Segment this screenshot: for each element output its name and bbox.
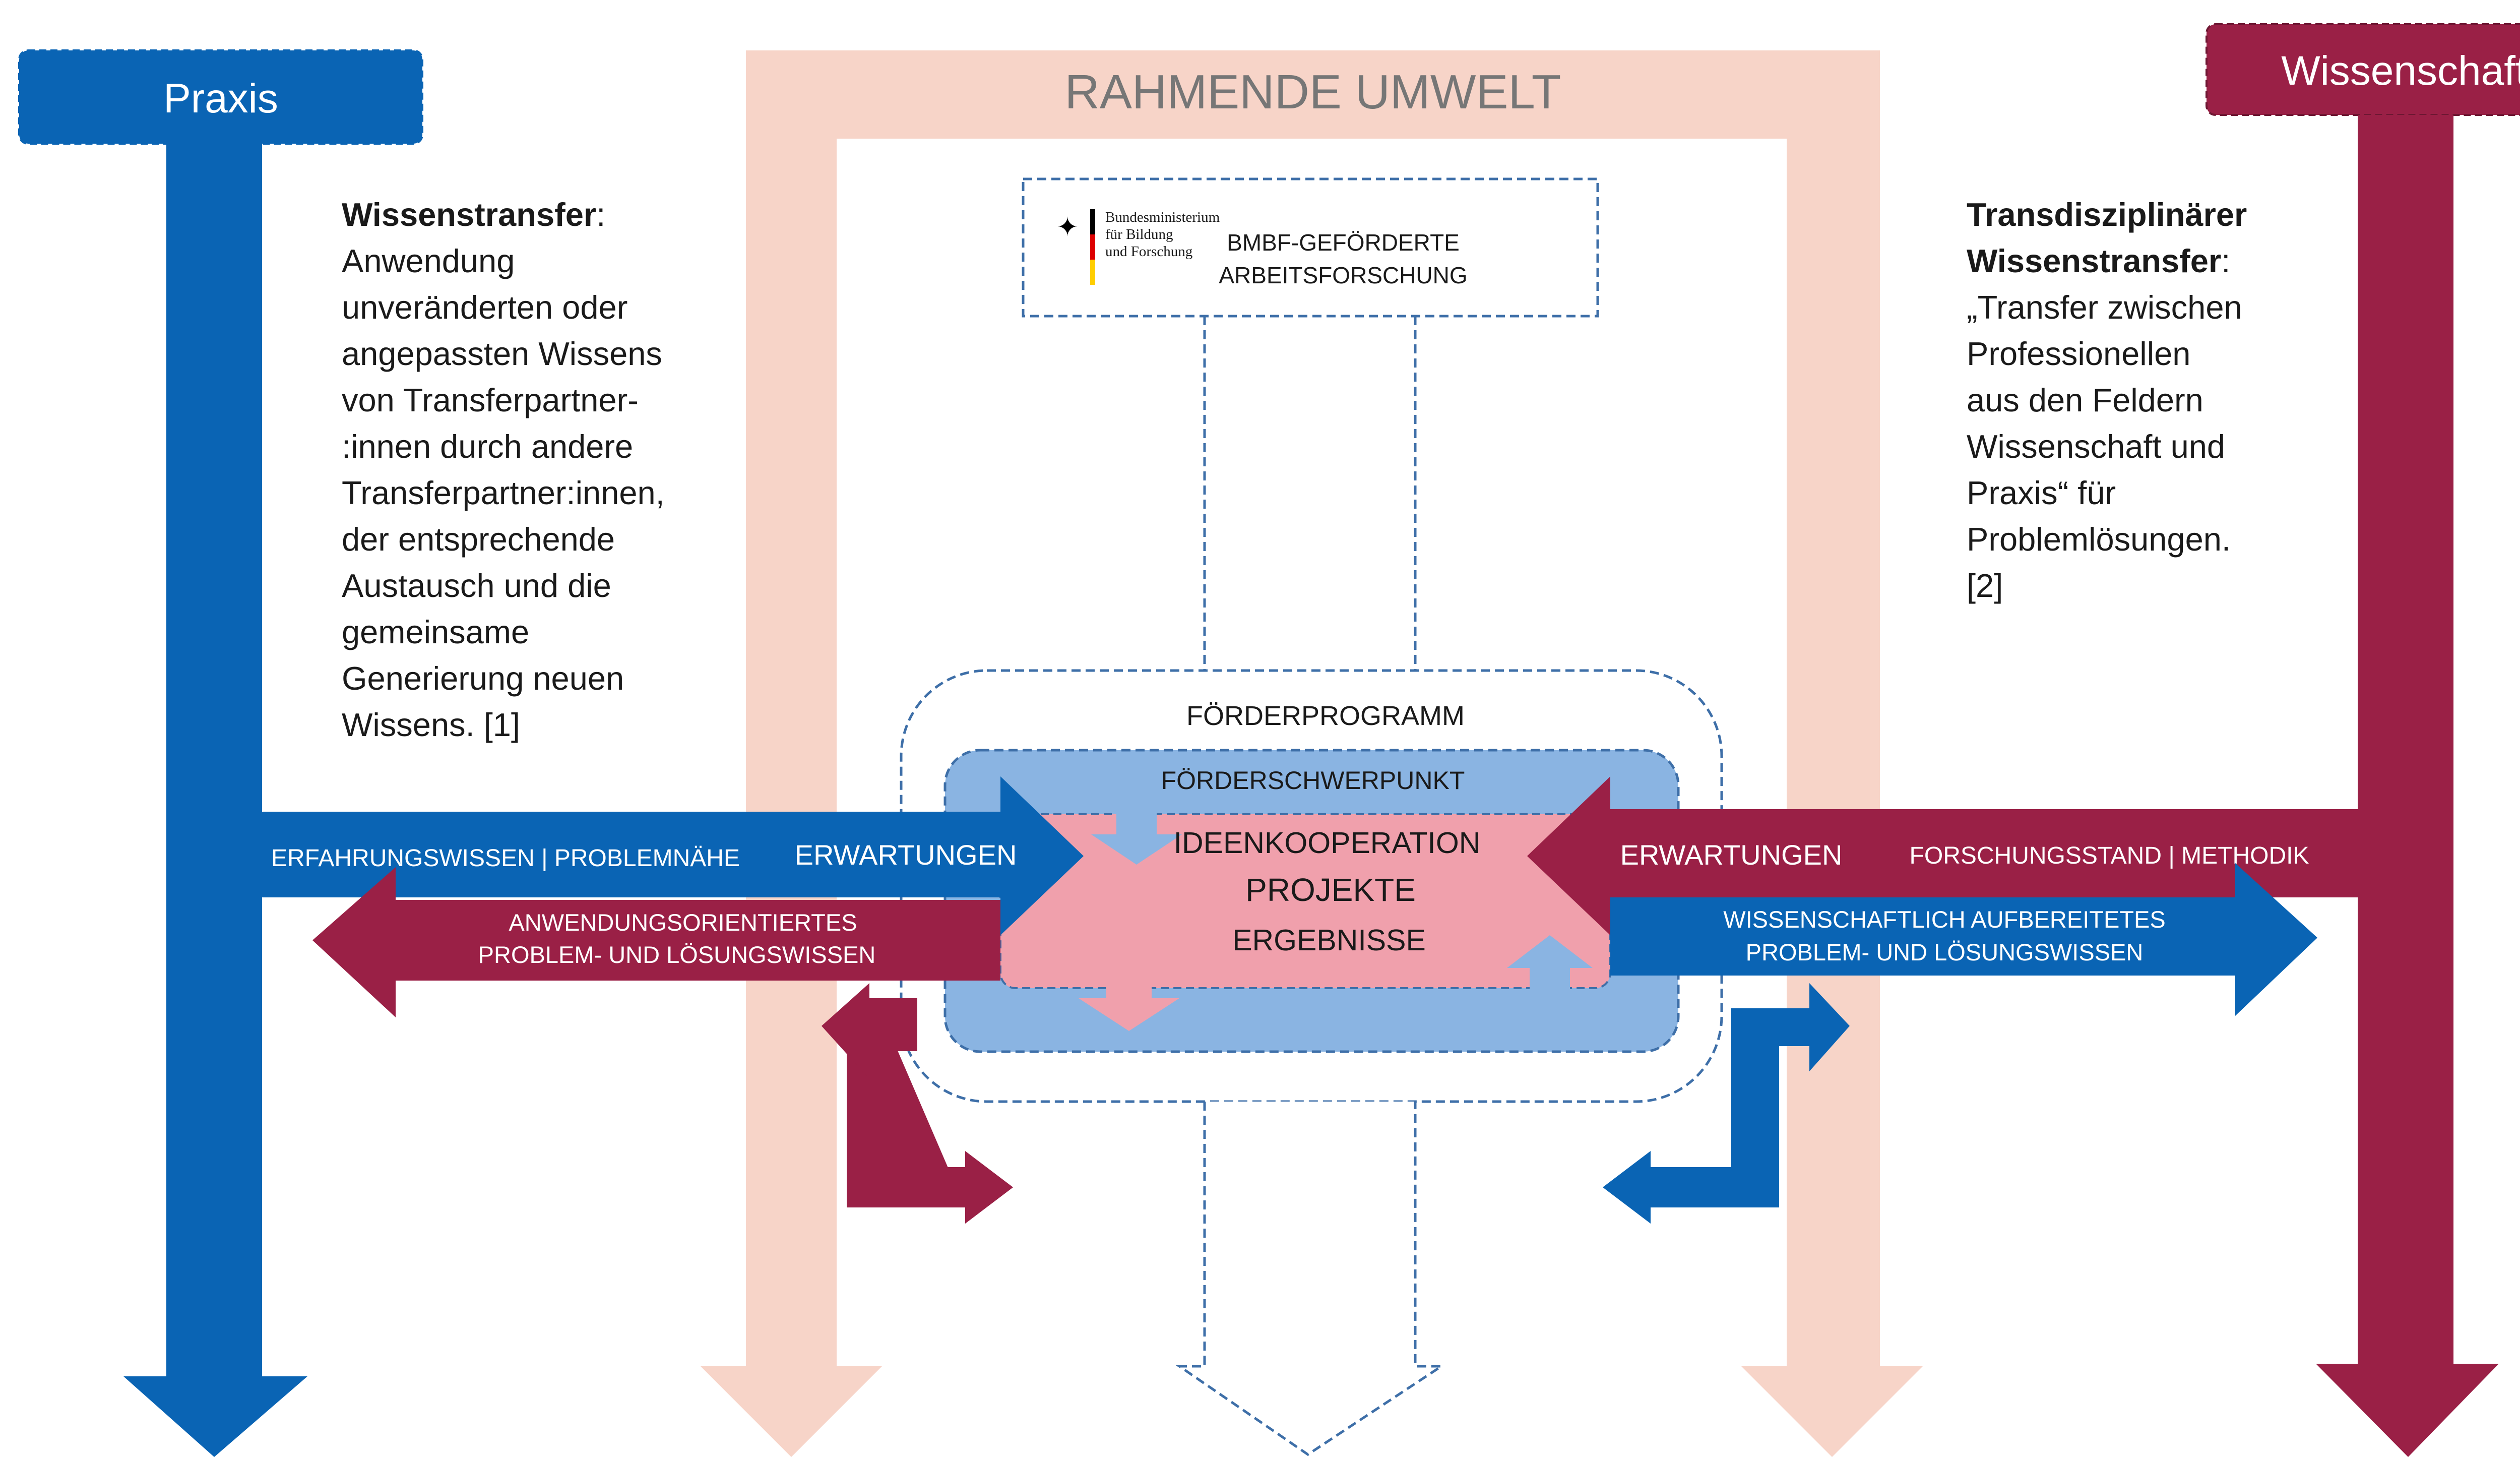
bmbf-box: [1022, 177, 1599, 318]
wissenstransfer-line-1: Anwendung: [342, 242, 515, 279]
wissenstransfer-line-2: unveränderten oder: [342, 289, 628, 326]
core-in-arrow-top: [1091, 807, 1182, 865]
praxis-down-arrow: [123, 144, 307, 1457]
praxis-inbound-expectations: ERWARTUNGEN: [795, 839, 1017, 871]
transdisziplinaer-line-5: Praxis“ für: [1967, 474, 2116, 511]
wissenstransfer-line-5: :innen durch andere: [342, 428, 634, 465]
bmbf-label-line-1: BMBF-GEFÖRDERTE: [1227, 229, 1460, 256]
transdisziplinaer-line-1: „Transfer zwischen: [1967, 289, 2242, 326]
wissenstransfer-line-6: Transferpartner:innen,: [342, 474, 665, 511]
wissenstransfer-line-11: Wissens. [1]: [342, 706, 520, 743]
wissenstransfer-text: Wissenstransfer: Anwendung unveränderten…: [342, 192, 665, 748]
flag-stripe-red: [1090, 234, 1095, 260]
wissenstransfer-line-3: angepassten Wissens: [342, 335, 662, 372]
bmbf-logo: ✦ Bundesministerium für Bildung und Fors…: [1056, 209, 1220, 285]
wissenschaft-inbound-label: FORSCHUNGSSTAND | METHODIK: [1910, 842, 2309, 869]
transdisziplinaer-line-3: aus den Feldern: [1967, 382, 2203, 418]
bmbf-logo-line-1: Bundesministerium: [1105, 209, 1220, 225]
transdisziplinaer-title-1: Transdisziplinärer: [1967, 196, 2247, 233]
rahmende-umwelt-title: RAHMENDE UMWELT: [1065, 65, 1561, 119]
wissenschaft-outbound-line-1: WISSENSCHAFTLICH AUFBEREITETES: [1723, 906, 2165, 933]
wissenstransfer-line-4: von Transferpartner-: [342, 382, 639, 418]
wissenschaft-column: Wissenschaft: [2206, 23, 2520, 1457]
wissenschaft-inbound-expectations: ERWARTUNGEN: [1620, 839, 1843, 871]
left-bent-arrow-head-left: [822, 983, 895, 1079]
core-out-arrow-left: [1079, 978, 1179, 1031]
output-down-arrow: [1175, 1102, 1446, 1456]
praxis-column: Praxis: [18, 49, 423, 1457]
flag-stripe-gold: [1090, 260, 1095, 285]
right-bent-arrow-head-right: [1731, 983, 1850, 1071]
wissenstransfer-title: Wissenstransfer: [342, 196, 597, 233]
praxis-inbound-arrow: [262, 776, 1084, 935]
wissenschaft-down-arrow: [2316, 115, 2499, 1457]
wissenstransfer-title-line: Wissenstransfer:: [342, 192, 665, 238]
wissenstransfer-line-10: Generierung neuen: [342, 660, 624, 697]
transdisziplinaer-text: Transdisziplinärer Wissenstransfer: „Tra…: [1967, 192, 2247, 609]
eagle-icon: ✦: [1056, 212, 1079, 242]
flag-stripe-black: [1090, 209, 1095, 234]
transdisziplinaer-line-7: [2]: [1967, 567, 2003, 604]
bmbf-label-line-2: ARBEITSFORSCHUNG: [1219, 262, 1467, 288]
core-line-3: ERGEBNISSE: [1232, 924, 1426, 957]
transdisziplinaer-colon: :: [2221, 242, 2231, 279]
wissenschaft-label: Wissenschaft: [2281, 48, 2520, 94]
wissenschaft-outbound-arrow: [1610, 863, 2317, 1016]
right-bent-arrow-body: [1603, 1026, 1779, 1224]
praxis-outbound-line-2: PROBLEM- UND LÖSUNGSWISSEN: [478, 941, 876, 968]
transdisziplinaer-line-4: Wissenschaft und: [1967, 428, 2226, 465]
foerderschwerpunkt-label: FÖRDERSCHWERPUNKT: [1161, 766, 1465, 795]
transdisziplinaer-title-line-2: Wissenstransfer:: [1967, 238, 2247, 284]
rahmende-umwelt-frame: RAHMENDE UMWELT: [701, 50, 1923, 1457]
wissenstransfer-line-9: gemeinsame: [342, 614, 530, 650]
core-up-arrow-right: [1507, 935, 1593, 1003]
wissenschaft-inbound-arrow: [1527, 776, 2358, 935]
core-line-1: IDEENKOOPERATION: [1174, 826, 1481, 860]
transdisziplinaer-line-2: Professionellen: [1967, 335, 2191, 372]
left-bent-arrow-body: [847, 1026, 1013, 1224]
left-bent-arrow-stem: [869, 998, 917, 1051]
praxis-outbound-line-1: ANWENDUNGSORIENTIERTES: [509, 909, 857, 936]
wissenschaft-outbound-line-2: PROBLEM- UND LÖSUNGSWISSEN: [1746, 939, 2144, 965]
umwelt-frame-body: [701, 50, 1923, 1457]
praxis-outbound-arrow: [312, 867, 1000, 1017]
bmbf-block: ✦ Bundesministerium für Bildung und Fors…: [1022, 177, 1599, 671]
bmbf-connector: [1203, 316, 1417, 671]
transdisziplinaer-title-line-1: Transdisziplinärer: [1967, 192, 2247, 238]
praxis-label: Praxis: [163, 76, 278, 122]
wissenstransfer-line-8: Austausch und die: [342, 567, 611, 604]
core-line-2: PROJEKTE: [1245, 872, 1416, 908]
bmbf-logo-line-2: für Bildung: [1105, 226, 1173, 242]
wissenstransfer-line-7: der entsprechende: [342, 521, 615, 558]
foerderprogramm-label: FÖRDERPROGRAMM: [1186, 701, 1465, 731]
praxis-inbound-label: ERFAHRUNGSWISSEN | PROBLEMNÄHE: [271, 845, 740, 872]
wissenstransfer-colon: :: [596, 196, 606, 233]
bmbf-logo-line-3: und Forschung: [1105, 244, 1192, 260]
transdisziplinaer-line-6: Problemlösungen.: [1967, 521, 2231, 558]
transdisziplinaer-title-2: Wissenstransfer: [1967, 242, 2222, 279]
